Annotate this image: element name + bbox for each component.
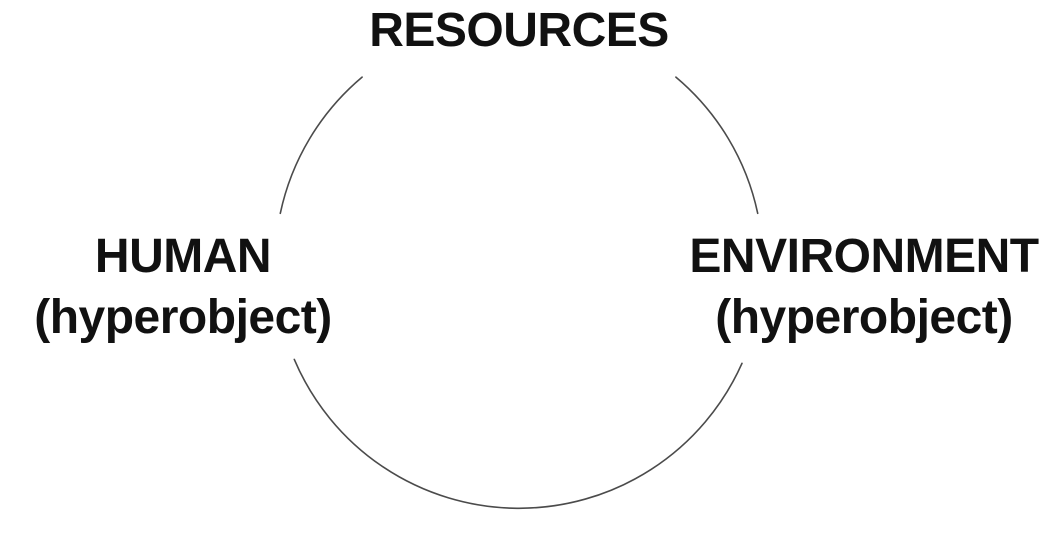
node-resources-label: RESOURCES [369, 4, 669, 57]
circle-arc-bottom [293, 358, 743, 510]
node-human-label: HUMAN [94, 230, 272, 283]
node-resources: RESOURCES [369, 7, 669, 55]
circle-arc-upper-right [675, 76, 759, 215]
node-environment-label: ENVIRONMENT [689, 230, 1039, 283]
node-human-sublabel: (hyperobject) [34, 291, 332, 344]
node-environment-sublabel: (hyperobject) [715, 291, 1013, 344]
node-human: HUMAN (hyperobject) [34, 226, 332, 348]
circle-arc-upper-left [279, 76, 363, 215]
node-environment: ENVIRONMENT (hyperobject) [689, 226, 1039, 348]
